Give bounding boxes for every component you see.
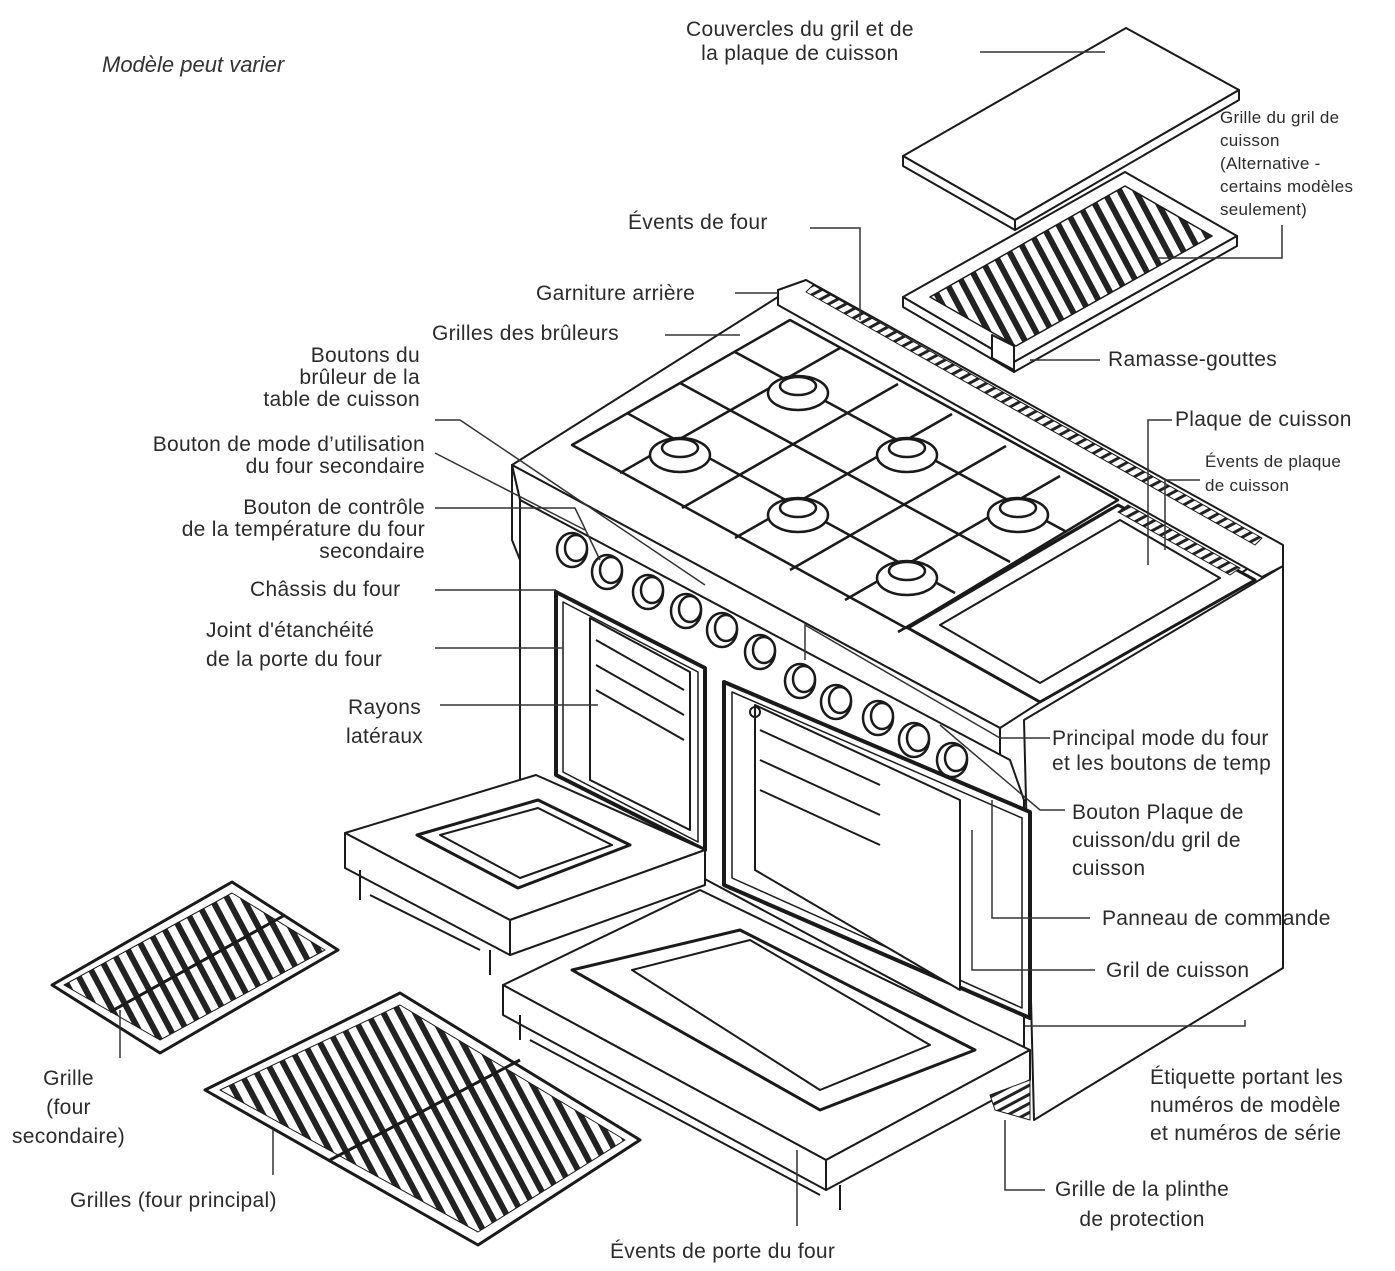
chargrill-grate [902, 171, 1238, 373]
main-rack [203, 991, 642, 1247]
label-oven-frame: Châssis du four [250, 578, 401, 601]
label-main-oven-knobs: Principal mode du four et les boutons de… [1052, 727, 1272, 775]
kickplate-grille [989, 1079, 1031, 1121]
griddle-plate [906, 503, 1257, 704]
label-griddle-vents: Évents de plaque de cuisson [1205, 452, 1342, 495]
label-door-vents: Évents de porte du four [610, 1240, 836, 1263]
label-secondary-rack: Grille (four secondaire) [12, 1067, 126, 1148]
label-burner-grates: Grilles des brûleurs [432, 322, 619, 345]
label-griddle-cover: Couvercles du gril et de la plaque de cu… [686, 18, 914, 65]
drip-tray [991, 334, 1015, 371]
leader-lines [119, 51, 1283, 1226]
label-secondary-mode-knob: Bouton de mode d’utilisation du four sec… [152, 433, 425, 478]
secondary-oven [554, 590, 707, 852]
main-oven-door [502, 889, 1031, 1210]
label-drip-tray: Ramasse-gouttes [1108, 348, 1278, 371]
control-knobs [555, 531, 969, 779]
label-kickplate: Grille de la plinthe de protection [1055, 1178, 1230, 1231]
secondary-rack [50, 880, 340, 1055]
label-control-panel: Panneau de commande [1102, 907, 1331, 930]
label-back-trim: Garniture arrière [536, 282, 696, 305]
label-burner-knobs: Boutons du brûleur de la table de cuisso… [263, 344, 420, 411]
label-secondary-temp-knob: Bouton de contrôle de la température du … [181, 496, 425, 563]
griddle-cover [902, 27, 1240, 231]
main-oven [722, 680, 1032, 1020]
label-chargrill-grate: Grille du gril de cuisson (Alternative -… [1220, 108, 1354, 219]
secondary-oven-door [344, 774, 706, 975]
label-door-gasket: Joint d'étanchéité de la porte du four [206, 619, 383, 671]
label-serial-tag: Étiquette portant les numéros de modèle … [1150, 1066, 1344, 1145]
model-note: Modèle peut varier [102, 52, 285, 77]
label-oven-vents: Évents de four [628, 211, 768, 234]
burners [648, 374, 1050, 597]
label-griddle: Plaque de cuisson [1175, 408, 1352, 431]
label-side-racks: Rayons latéraux [346, 696, 424, 748]
label-main-racks: Grilles (four principal) [70, 1189, 277, 1212]
label-broiler: Gril de cuisson [1106, 959, 1250, 982]
label-griddle-knob: Bouton Plaque de cuisson/du gril de cuis… [1072, 801, 1244, 880]
